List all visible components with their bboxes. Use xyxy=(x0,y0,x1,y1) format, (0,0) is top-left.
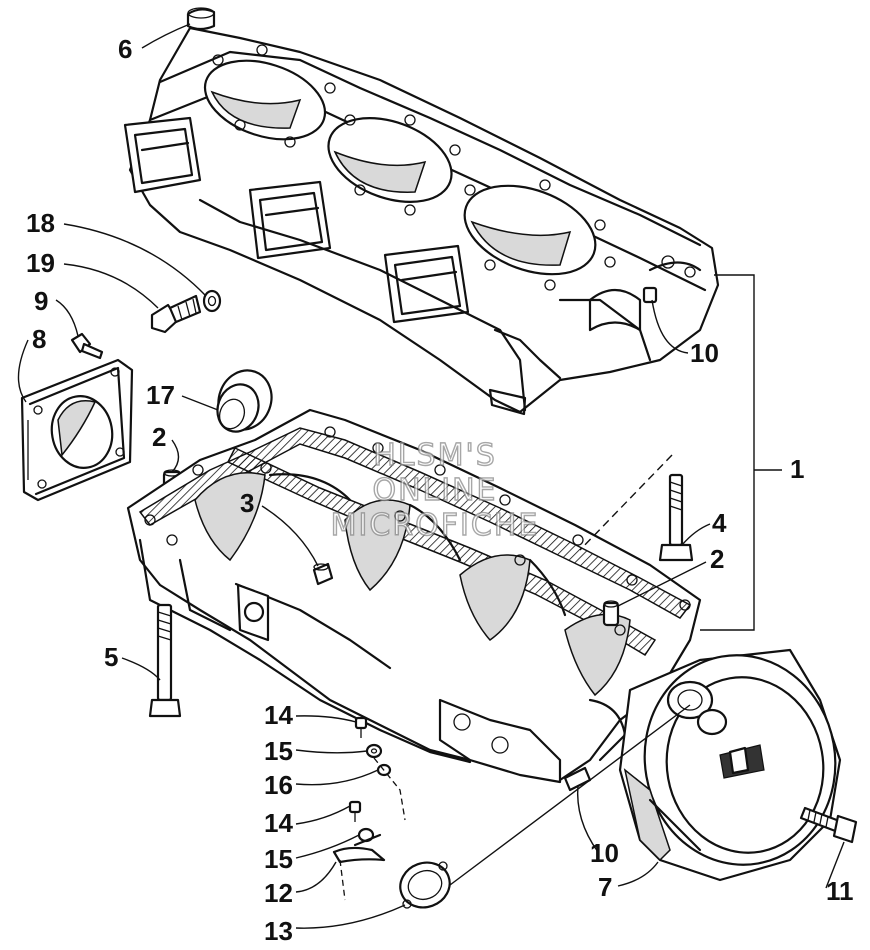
clamp-12 xyxy=(332,833,386,864)
screw-14-lower xyxy=(348,800,362,822)
callout-17: 17 xyxy=(146,380,175,410)
lower-crankcase-half xyxy=(126,408,702,784)
leader-lines xyxy=(17,23,845,929)
watermark: HLSM'S ONLINE MICROFICHE xyxy=(330,437,540,543)
callout-16: 16 xyxy=(264,770,293,800)
callout-11: 11 xyxy=(826,876,854,906)
callout-14-upper: 14 xyxy=(264,700,293,730)
watermark-line-1: HLSM'S xyxy=(373,438,497,473)
callout-labels: 1 2 2 3 4 5 6 7 8 9 10 10 11 12 13 14 14… xyxy=(26,34,854,946)
callout-4: 4 xyxy=(712,508,727,538)
callout-13: 13 xyxy=(264,916,293,946)
callout-7: 7 xyxy=(598,872,612,902)
plug-6 xyxy=(186,7,216,31)
housing-7 xyxy=(618,648,842,882)
callout-5: 5 xyxy=(104,642,118,672)
watermark-line-3: MICROFICHE xyxy=(331,508,540,543)
callout-10-lower: 10 xyxy=(590,838,619,868)
callout-2-left: 2 xyxy=(152,422,166,452)
upper-crankcase-half xyxy=(123,26,720,416)
washer-15-upper xyxy=(365,743,383,759)
fitting-3 xyxy=(312,562,334,586)
callout-6: 6 xyxy=(118,34,132,64)
cover-13 xyxy=(399,861,451,909)
callout-18: 18 xyxy=(26,208,55,238)
callout-3: 3 xyxy=(240,488,254,518)
screw-14-upper xyxy=(354,716,368,738)
screw-9 xyxy=(70,332,104,360)
callout-12: 12 xyxy=(264,878,293,908)
callout-2-right: 2 xyxy=(710,544,724,574)
bolt-5 xyxy=(148,603,182,718)
bolt-4 xyxy=(658,473,694,562)
callout-8: 8 xyxy=(32,324,46,354)
watermark-line-2: ONLINE xyxy=(372,473,497,508)
callout-15-lower: 15 xyxy=(264,844,293,874)
seal-17 xyxy=(216,369,273,433)
callout-14-lower: 14 xyxy=(264,808,293,838)
callout-10-upper: 10 xyxy=(690,338,719,368)
bolt-11 xyxy=(799,806,858,844)
cover-plate-8 xyxy=(20,358,134,502)
callout-19: 19 xyxy=(26,248,55,278)
washer-18 xyxy=(202,289,222,313)
callout-1: 1 xyxy=(790,454,804,484)
drain-plug-19 xyxy=(150,294,202,334)
callout-15-upper: 15 xyxy=(264,736,293,766)
dowel-pin-2-right xyxy=(602,600,620,627)
callout-9: 9 xyxy=(34,286,48,316)
